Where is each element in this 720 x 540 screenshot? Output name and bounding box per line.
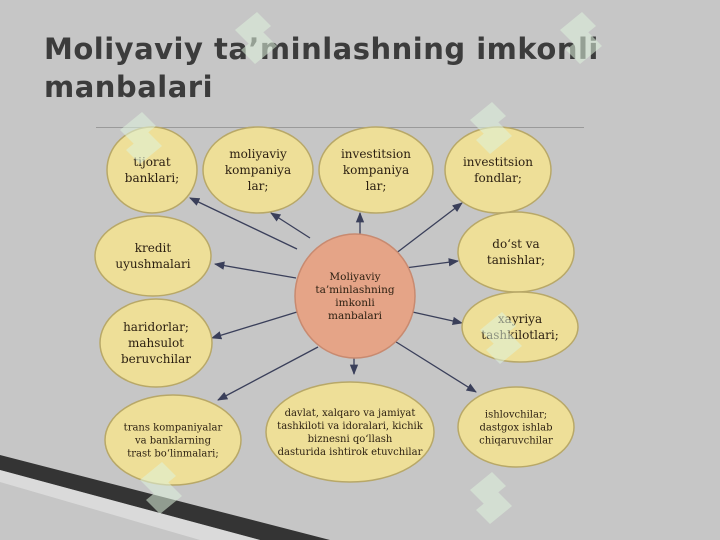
node-ishlovchilar: ishlovchilar; dastgox ishlab chiqaruvchila… <box>457 386 575 468</box>
center-node-label-line: ta’minlashning <box>315 284 395 296</box>
node-investitsion-kompaniya-label-line: kompaniya <box>343 163 409 177</box>
center-node-label-line: imkonli <box>335 297 375 309</box>
node-dost-label-line: do‘st va <box>492 237 539 251</box>
center-node-shape <box>294 233 416 359</box>
node-moliyaviy-kompaniya-label-line: moliyaviy <box>229 147 287 161</box>
watermarks-group <box>120 12 602 524</box>
arrow-to-xayriya <box>407 310 464 326</box>
node-moliyaviy-kompaniya-label-line: kompaniya <box>225 163 291 177</box>
slide-title-line-2: manbalari <box>44 70 214 104</box>
arrow-to-haridorlar <box>211 311 298 340</box>
node-trans-shape <box>104 394 242 486</box>
node-ishlovchilar-label-line: ishlovchilar; <box>485 410 547 421</box>
node-investitsion-kompaniya-label-line: lar; <box>366 179 387 193</box>
node-davlat-label-line: tashkiloti va idoralari, kichik <box>277 421 424 432</box>
corner-streak-highlight <box>0 470 260 540</box>
node-tijorat-label-line: banklari; <box>125 171 179 185</box>
node-haridorlar-label-line: mahsulot <box>128 336 184 350</box>
node-ishlovchilar-label-line: chiqaruvchilar <box>479 436 553 447</box>
node-davlat-label-line: davlat, xalqaro va jamiyat <box>285 408 416 419</box>
node-trans: trans kompaniyalar va banklarning trast bo… <box>104 394 242 486</box>
node-haridorlar: haridorlar; mahsulot beruvchilar <box>99 298 213 388</box>
arrows-group <box>189 197 477 401</box>
node-trans-label-line: va banklarning <box>134 436 212 447</box>
arrow-to-tijorat <box>189 197 298 250</box>
node-investitsion-kompaniya: investitsion kompaniya lar; <box>318 126 434 214</box>
node-investitsion-fondlar: investitsion fondlar; <box>444 126 552 214</box>
node-dost: do‘st va tanishlar; <box>457 211 575 293</box>
title-divider <box>96 127 584 128</box>
slide-title: Moliyaviy ta’minlashning imkonli manbala… <box>44 30 704 106</box>
node-xayriya-shape <box>461 291 579 363</box>
node-kredit-label-line: kredit <box>135 241 172 255</box>
node-investitsion-fondlar-label-line: fondlar; <box>474 171 522 185</box>
node-davlat-label-line: biznesni qo‘llash <box>308 434 393 445</box>
arrow-to-investitsion-fondlar <box>394 202 463 255</box>
node-haridorlar-label-line: haridorlar; <box>123 320 189 334</box>
node-trans-label-line: trans kompaniyalar <box>124 423 223 434</box>
soft-watermark-icon <box>480 312 522 364</box>
arrow-to-ishlovchilar <box>392 339 477 393</box>
arrow-to-kredit <box>213 261 297 279</box>
node-moliyaviy-kompaniya: moliyaviy kompaniya lar; <box>202 126 314 214</box>
node-davlat: davlat, xalqaro va jamiyat tashkiloti va … <box>265 381 435 483</box>
node-kredit: kredit uyushmalari <box>94 215 212 297</box>
node-davlat-shape <box>265 381 435 483</box>
arrow-to-moliyaviy-kompaniya <box>270 212 311 239</box>
node-kredit-label-line: uyushmalari <box>115 257 190 271</box>
soft-watermark-icon <box>470 472 512 524</box>
arrow-to-dost <box>404 258 460 269</box>
node-kredit-shape <box>94 215 212 297</box>
center-node-label-line: manbalari <box>328 310 383 322</box>
soft-watermark-icon <box>235 12 277 64</box>
node-davlat-label-line: dasturida ishtirok etuvchilar <box>278 447 423 458</box>
node-dost-shape <box>457 211 575 293</box>
node-investitsion-kompaniya-shape <box>318 126 434 214</box>
center-node-label-line: Moliyaviy <box>329 271 380 283</box>
node-ishlovchilar-label-line: dastgox ishlab <box>479 423 552 434</box>
soft-watermark-icon <box>560 12 602 64</box>
node-haridorlar-label-line: beruvchilar <box>121 352 191 366</box>
node-investitsion-fondlar-label-line: investitsion <box>463 155 533 169</box>
node-ishlovchilar-shape <box>457 386 575 468</box>
node-dost-label-line: tanishlar; <box>487 253 545 267</box>
node-haridorlar-shape <box>99 298 213 388</box>
nodes-group: Moliyaviyta’minlashningimkonlimanbalarit… <box>94 126 579 486</box>
slide-title-line-1: Moliyaviy ta’minlashning imkonli <box>44 32 599 66</box>
node-moliyaviy-kompaniya-label-line: lar; <box>248 179 269 193</box>
soft-watermark-icon <box>470 102 512 154</box>
node-moliyaviy-kompaniya-shape <box>202 126 314 214</box>
node-trans-label-line: trast bo‘linmalari; <box>127 449 218 460</box>
arrow-to-trans <box>217 346 319 401</box>
soft-watermark-icon <box>140 462 182 514</box>
soft-watermark-icon <box>120 112 162 164</box>
node-investitsion-kompaniya-label-line: investitsion <box>341 147 411 161</box>
